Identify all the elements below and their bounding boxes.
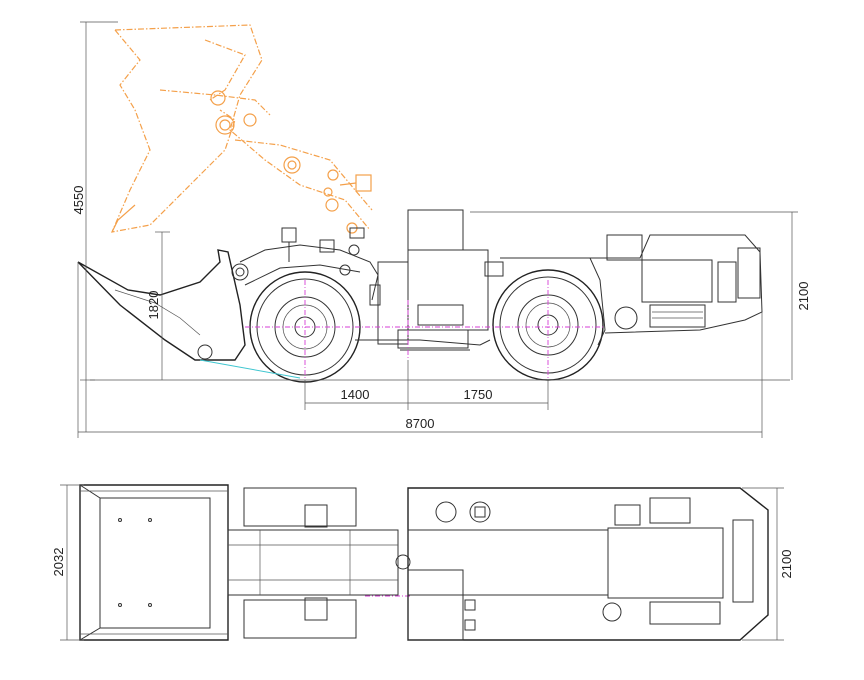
dim-front-axle-label: 1400 [341, 387, 370, 402]
dim-overall-length-label: 8700 [406, 416, 435, 431]
side-view: 4550 1820 2100 1400 1750 8700 [71, 21, 811, 438]
dimension-machine-height: 2100 [470, 211, 811, 380]
dim-bucket-height-label: 1820 [146, 291, 161, 320]
rear-frame-top-view [407, 487, 769, 641]
lowered-bucket [77, 249, 249, 361]
dim-total-height-label: 4550 [71, 186, 86, 215]
dimension-total-height: 4550 [71, 21, 118, 432]
dimension-bucket-height: 1820 [146, 231, 170, 380]
dim-bucket-width-label: 2032 [51, 548, 66, 577]
dim-rear-axle-label: 1750 [464, 387, 493, 402]
dim-machine-height-label: 2100 [796, 282, 811, 311]
top-view: 2032 2100 [51, 484, 794, 641]
center-lines [245, 280, 605, 380]
dimension-machine-width: 2100 [742, 487, 794, 641]
rear-body [500, 234, 763, 346]
front-frame-top-view [227, 487, 411, 639]
raised-bucket-outline [111, 24, 373, 234]
dimension-bucket-width: 2032 [51, 484, 84, 641]
bucket-top-view [79, 484, 229, 641]
dimension-overall-length: 8700 [77, 262, 763, 438]
dim-machine-width-label: 2100 [779, 550, 794, 579]
approach-angle-line [199, 359, 301, 379]
dimension-wheelbase: 1400 1750 [304, 360, 549, 410]
